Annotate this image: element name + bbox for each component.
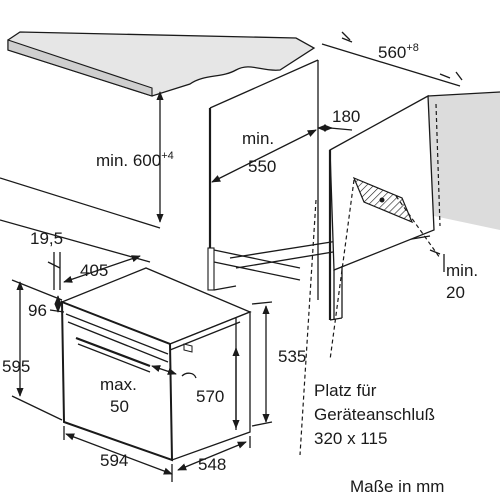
connection-note: Platz für Geräteanschluß 320 x 115: [314, 381, 435, 448]
front-panel-label: 96: [28, 301, 47, 320]
niche-height-label: min. 600+4: [96, 150, 174, 170]
connection-note-line1: Platz für: [314, 381, 377, 400]
gap-label-1: max.: [100, 375, 137, 394]
countertop-right: [427, 91, 500, 230]
connection-note-line2: Geräteanschluß: [314, 405, 435, 424]
connection-note-line3: 320 x 115: [314, 429, 387, 448]
countertop: [7, 31, 316, 97]
niche-depth-label-1: min.: [242, 129, 274, 148]
body-height-label: 535: [278, 347, 306, 366]
niche-depth-label-2: 550: [248, 157, 276, 176]
body-width-label: 548: [198, 455, 226, 474]
oven-offset-label: 19,5: [30, 229, 63, 248]
front-height-label: 595: [2, 357, 30, 376]
inner-height-label: 570: [196, 387, 224, 406]
dimension-lines: [11, 31, 463, 482]
countertop-depth-label: 560+8: [378, 42, 419, 62]
side-panel-label: 180: [332, 107, 360, 126]
oven-depth-label: 405: [80, 261, 108, 280]
projection-lines: [299, 179, 441, 456]
clearance-label-1: min.: [446, 261, 478, 280]
gap-label-2: 50: [110, 397, 129, 416]
units-note: Maße in mm: [350, 477, 444, 496]
side-panel: [328, 94, 441, 321]
oven: [60, 267, 252, 462]
connection-point: [379, 197, 385, 203]
clearance-label-2: 20: [446, 283, 465, 302]
front-width-label: 594: [100, 451, 128, 470]
dimension-labels: 560+8 min. 600+4 min. 550 180 min. 20 19…: [2, 42, 478, 474]
